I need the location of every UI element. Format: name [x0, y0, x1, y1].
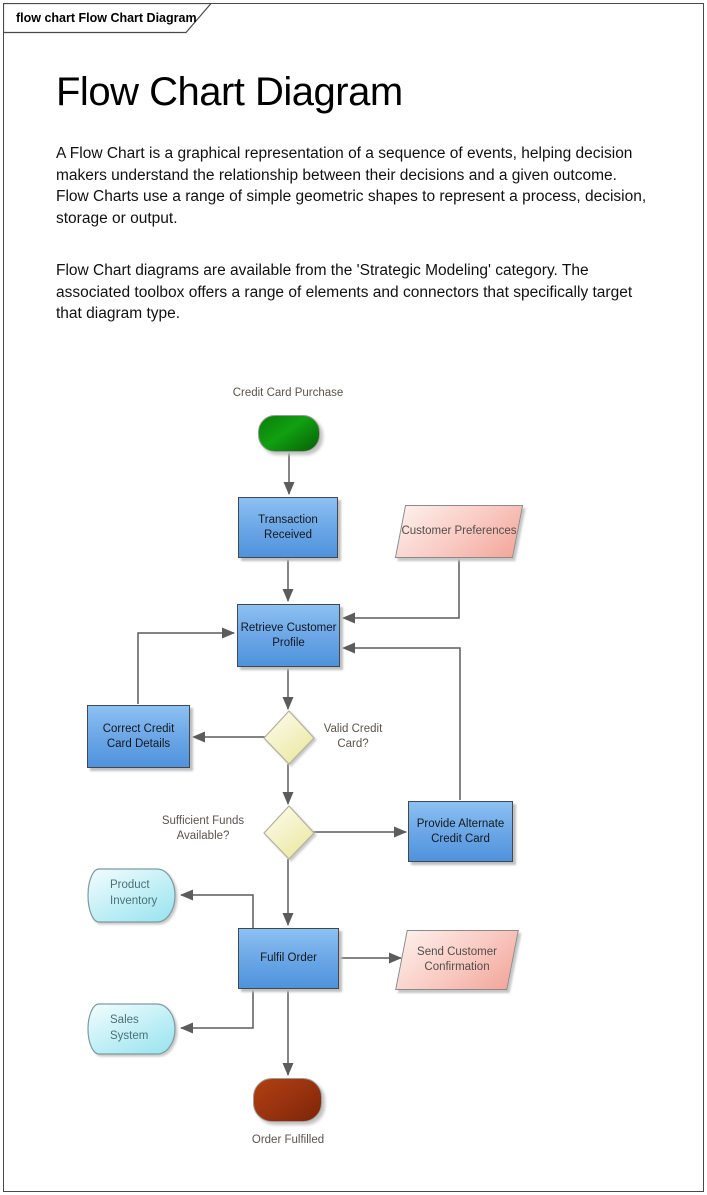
page-title: Flow Chart Diagram [56, 70, 403, 114]
end-node-label: Order Fulfilled [251, 1134, 325, 1146]
decision-sufficient-funds[interactable] [263, 805, 316, 861]
process-provide-alternate-credit-card[interactable]: Provide Alternate Credit Card [408, 801, 513, 862]
process-retrieve-customer-profile[interactable]: Retrieve Customer Profile [237, 604, 340, 667]
decision-valid-credit-card[interactable] [263, 710, 316, 766]
connector-correct-to-retrieve [137, 627, 235, 704]
connector-fulfil-to-sales [180, 989, 254, 1034]
diagram-tab-label: flow chart Flow Chart Diagram [16, 11, 197, 25]
stored-data-shape [87, 868, 176, 923]
process-correct-credit-card-details[interactable]: Correct Credit Card Details [87, 705, 190, 768]
io-customer-preferences-label: Customer Preferences [401, 524, 517, 537]
end-node[interactable] [253, 1078, 322, 1122]
process-fulfil-order[interactable]: Fulfil Order [238, 928, 339, 989]
process-transaction-received[interactable]: Transaction Received [238, 497, 338, 558]
stored-data-shape [87, 1003, 176, 1055]
diagram-tab[interactable] [3, 3, 223, 37]
decision-funds-label: Sufficient Funds Available? [161, 815, 245, 842]
diagram-frame-border [3, 3, 704, 1192]
diagram-tab-shape[interactable] [3, 3, 213, 34]
io-customer-preferences[interactable]: Customer Preferences [394, 505, 524, 558]
connector-fulfil-to-inventory [180, 889, 254, 928]
diamond-shape[interactable] [263, 710, 315, 765]
store-product-inventory[interactable]: Product Inventory [87, 868, 178, 923]
store-sales-system[interactable]: Sales System [87, 1003, 178, 1055]
store-sales-system-label: Sales System [110, 1014, 149, 1042]
connector-prefs-to-retrieve [342, 558, 460, 624]
toolbox-paragraph: Flow Chart diagrams are available from t… [56, 262, 633, 322]
connector-provide-to-retrieve [342, 642, 461, 800]
start-node[interactable] [258, 415, 320, 452]
diamond-shape[interactable] [263, 805, 315, 860]
io-send-customer-confirmation-label: Send Customer Confirmation [417, 945, 497, 974]
intro-paragraph: A Flow Chart is a graphical representati… [56, 145, 647, 227]
start-node-label: Credit Card Purchase [232, 387, 344, 399]
decision-valid-label: Valid Credit Card? [323, 723, 383, 750]
store-product-inventory-label: Product Inventory [110, 879, 158, 907]
io-send-customer-confirmation[interactable]: Send Customer Confirmation [395, 930, 519, 990]
